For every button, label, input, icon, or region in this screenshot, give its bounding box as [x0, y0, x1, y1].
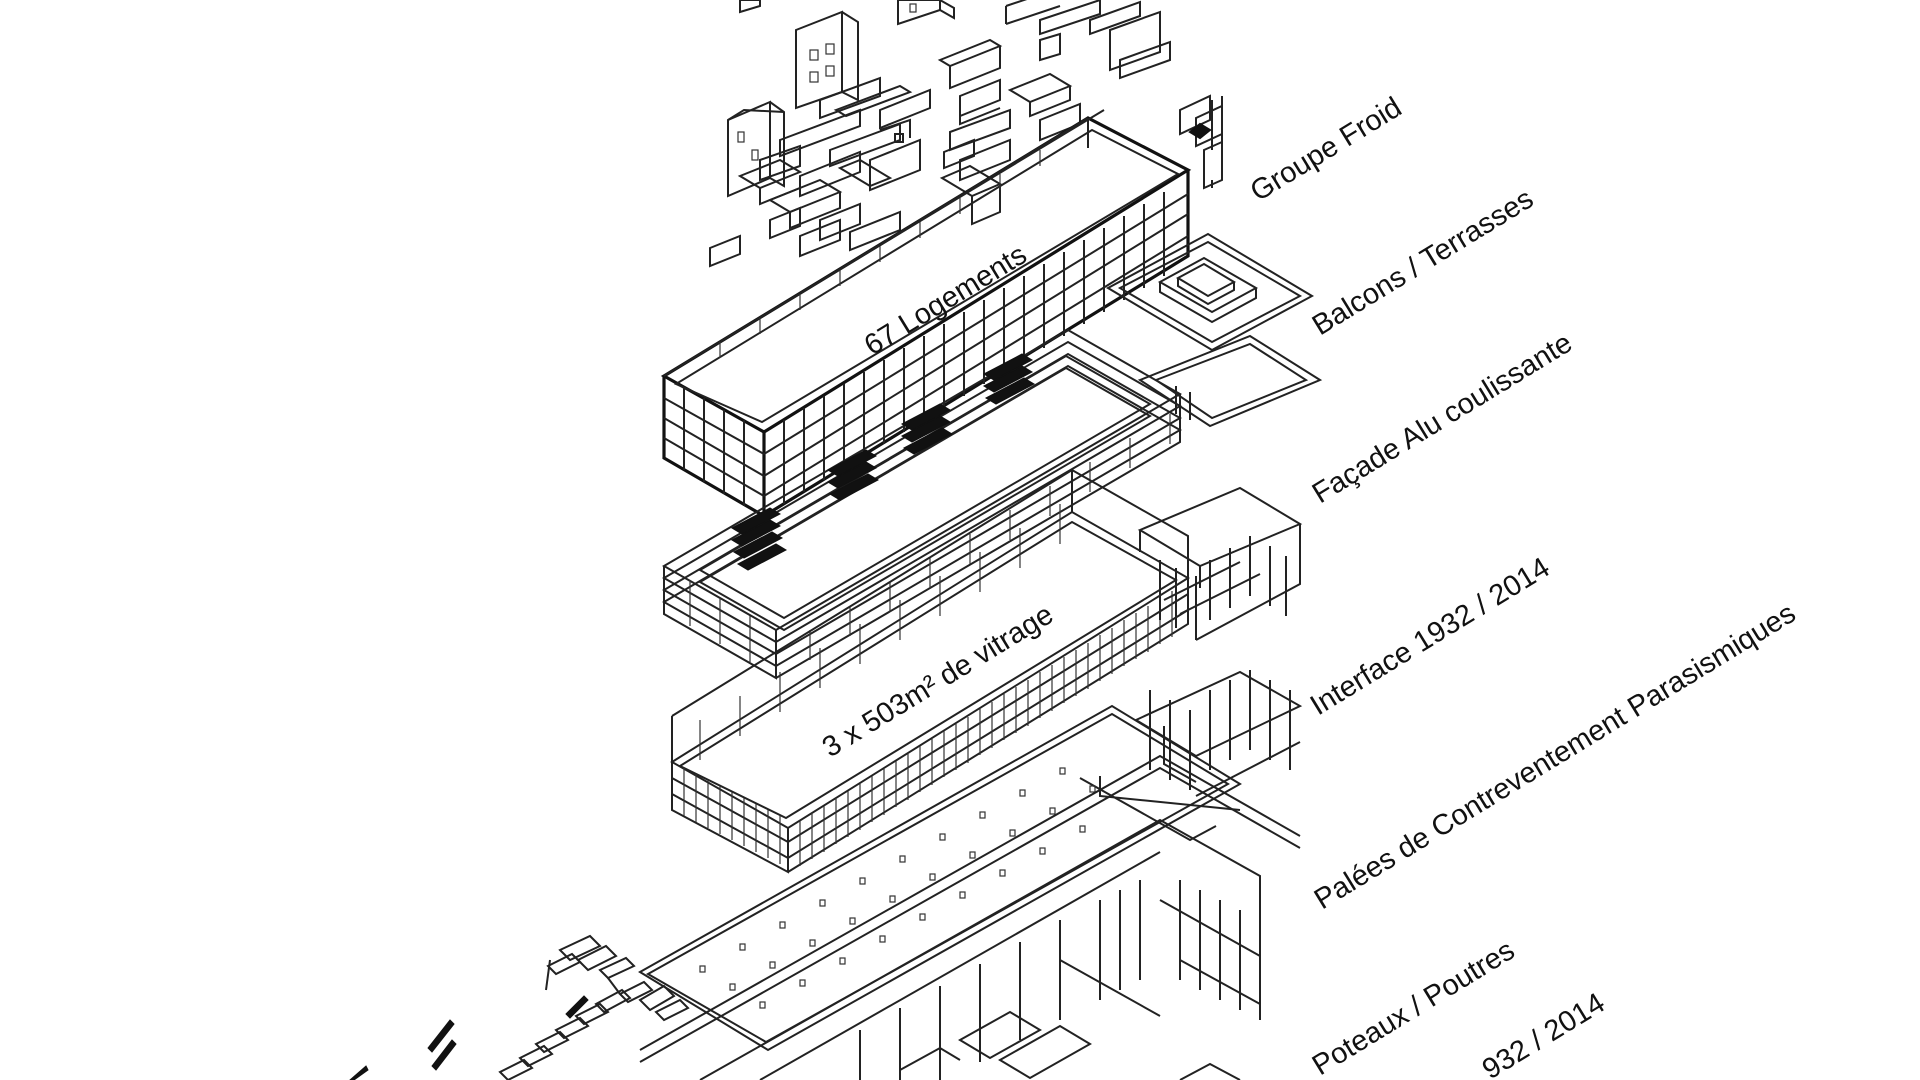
cropped-rooms: [899, 1010, 1241, 1080]
partition-walls: [709, 0, 1171, 268]
logements-back-columns: [719, 150, 1041, 358]
top-cut-block: [739, 0, 761, 14]
bracing-dark-members: [349, 995, 589, 1080]
stair-cores: [730, 353, 1036, 571]
label-palees: Palées de Contreventement Parasismiques: [1309, 597, 1801, 916]
poteaux-poutres-structure: [639, 754, 1301, 1080]
logements-frame-block: 67 Logements: [660, 109, 1192, 519]
facade-ring-posts: [689, 414, 1171, 662]
facade-alu-ring: [662, 328, 1323, 680]
label-groupe-froid: Groupe Froid: [1245, 91, 1407, 208]
balcons-terrasses-platform: [1105, 232, 1315, 352]
vitrage-mullions: [683, 504, 1173, 866]
structure-posts: [859, 880, 1261, 1080]
layer-labels: Groupe Froid Balcons / Terrasses Façade …: [1245, 91, 1801, 1080]
slab-column-marks: [699, 767, 1096, 1009]
tower-box-3: [897, 0, 955, 26]
label-balcons-terrasses: Balcons / Terrasses: [1307, 183, 1539, 342]
palees-fragments: [349, 934, 690, 1080]
label-facade-alu: Façade Alu coulissante: [1307, 327, 1578, 510]
label-interface: Interface 1932 / 2014: [1305, 551, 1555, 722]
floor-slab-layer: [638, 704, 1242, 1052]
groupe-froid-units: [1179, 94, 1223, 190]
tower-box-2: [795, 10, 859, 110]
label-bottom-partial: 932 / 2014: [1477, 987, 1611, 1080]
bracing-chain: [498, 934, 690, 1080]
interior-partitions-layer: [709, 0, 1223, 268]
logements-columns: [683, 109, 1165, 506]
